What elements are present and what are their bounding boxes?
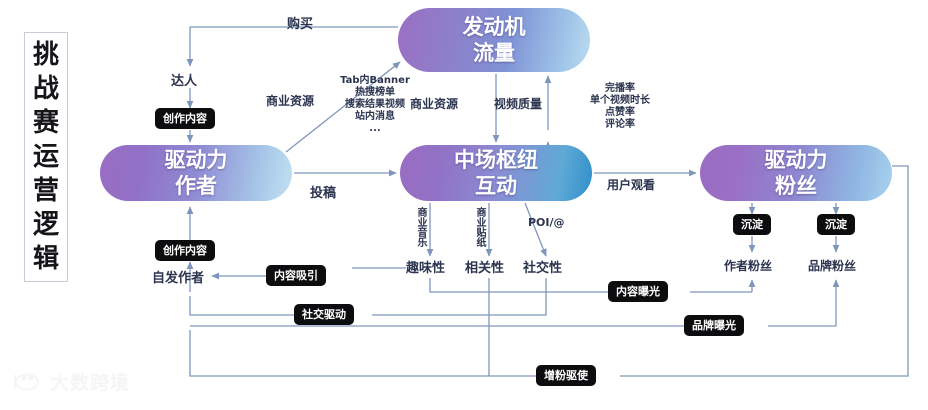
badge-content-exposure[interactable]: 内容曝光: [608, 281, 668, 302]
label-video-quality: 视频质量: [494, 97, 543, 111]
label-commercial-resource-mid: 商业资源: [410, 97, 459, 111]
label-commercial-resource-left: 商业资源: [266, 94, 315, 108]
quality-metric-item: 完播率: [605, 83, 635, 94]
title-char: 运: [32, 142, 59, 172]
node-hub-line1: 中场枢纽: [454, 148, 538, 172]
badge-create-content-top[interactable]: 创作内容: [155, 108, 215, 129]
label-daren: 达人: [171, 74, 198, 89]
node-driver-fans[interactable]: 驱动力 粉丝: [700, 145, 892, 201]
quality-metric-list: 完播率 单个视频时长 点赞率 评论率: [572, 83, 668, 131]
node-hub-line2: 互动: [475, 174, 517, 198]
watermark-text: 大数跨境: [50, 372, 131, 394]
node-engine-line2: 流量: [473, 41, 515, 65]
node-author-line1: 驱动力: [164, 148, 228, 172]
node-author-line2: 作者: [175, 174, 217, 198]
label-brand-fans: 品牌粉丝: [808, 259, 857, 273]
badge-brand-exposure[interactable]: 品牌曝光: [684, 315, 744, 336]
quality-metric-item: 单个视频时长: [590, 95, 650, 106]
node-engine-line1: 发动机: [462, 15, 526, 39]
badge-settle-author[interactable]: 沉淀: [733, 214, 771, 235]
node-driver-author[interactable]: 驱动力 作者: [100, 145, 292, 201]
quality-metric-item: 评论率: [605, 119, 635, 130]
label-commercial-music: 商业音乐: [415, 207, 426, 247]
watermark-logo-icon: [14, 373, 39, 390]
page-title: 挑 战 赛 运 营 逻 辑: [24, 32, 68, 282]
label-purchase: 购买: [287, 17, 314, 32]
badge-create-content-bottom[interactable]: 创作内容: [155, 240, 215, 261]
label-submit: 投稿: [310, 186, 337, 201]
resource-list-item: Tab内Banner: [340, 75, 410, 86]
label-commercial-sticker: 商业贴纸: [474, 207, 485, 247]
label-self-author: 自发作者: [152, 271, 205, 286]
badge-settle-brand[interactable]: 沉淀: [817, 214, 855, 235]
quality-metric-item: 点赞率: [605, 107, 635, 118]
resource-list-item: 站内消息: [355, 111, 395, 122]
label-author-fans: 作者粉丝: [724, 259, 773, 273]
label-fun: 趣味性: [406, 261, 446, 276]
title-char: 辑: [32, 244, 59, 274]
label-social: 社交性: [523, 261, 563, 276]
label-user-watch: 用户观看: [607, 178, 656, 192]
title-char: 逻: [32, 210, 59, 240]
node-midfield-hub[interactable]: 中场枢纽 互动: [400, 145, 592, 201]
resource-list-item: 热搜榜单: [355, 87, 395, 98]
watermark: 大数跨境: [10, 368, 130, 395]
resource-list: Tab内Banner 热搜榜单 搜索结果视频 站内消息 ...: [332, 75, 418, 135]
title-char: 营: [32, 176, 59, 206]
title-char: 挑: [32, 40, 59, 70]
badge-social-drive[interactable]: 社交驱动: [294, 304, 354, 325]
badge-content-attract[interactable]: 内容吸引: [266, 265, 326, 286]
title-char: 赛: [32, 108, 59, 138]
badge-fan-growth-drive[interactable]: 增粉驱使: [536, 365, 596, 386]
node-fans-line2: 粉丝: [775, 174, 817, 198]
label-relevance: 相关性: [465, 261, 505, 276]
title-char: 战: [32, 74, 59, 104]
label-poi-at: POI/@: [528, 216, 565, 229]
node-fans-line1: 驱动力: [764, 148, 828, 172]
resource-list-item: ...: [369, 123, 381, 134]
node-engine-traffic[interactable]: 发动机 流量: [398, 8, 590, 72]
resource-list-item: 搜索结果视频: [345, 99, 405, 110]
